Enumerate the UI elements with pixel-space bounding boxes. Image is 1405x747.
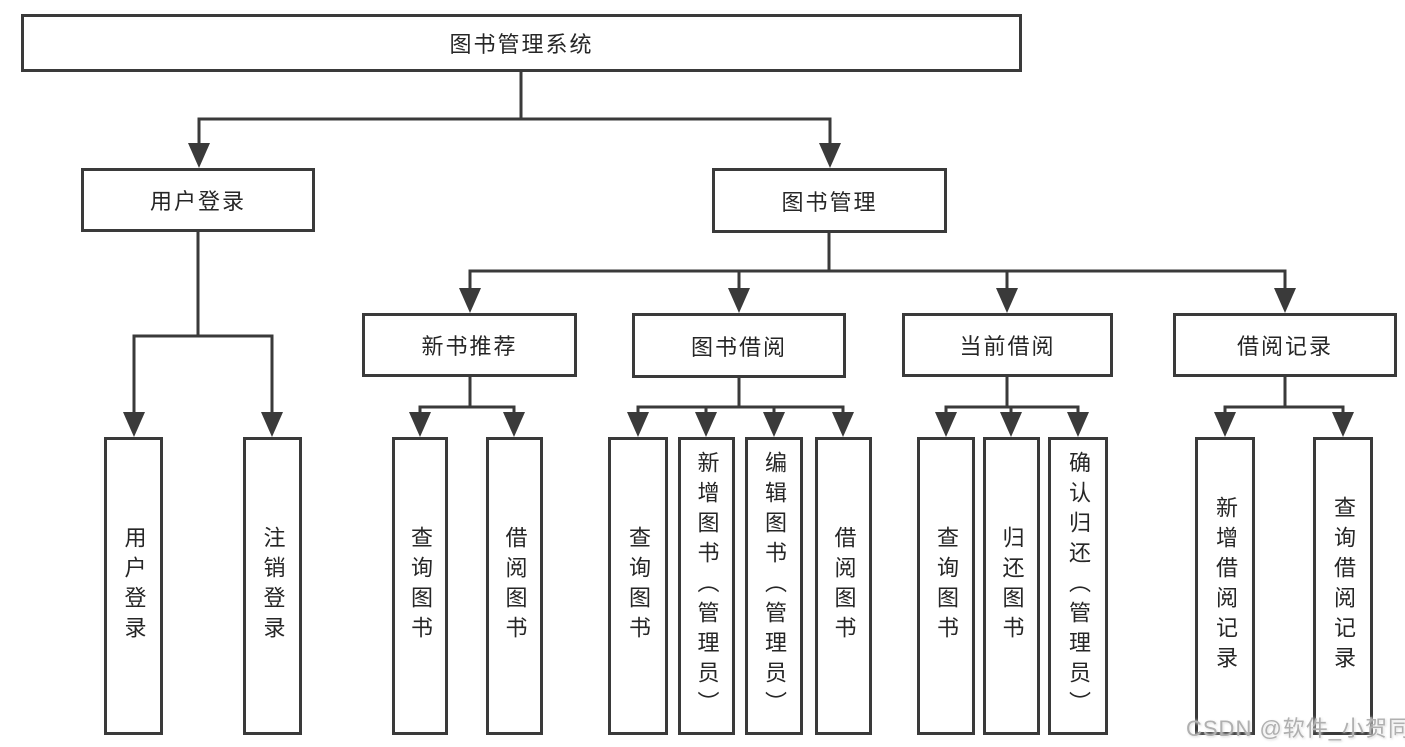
leaf-edit-books-admin: 编辑图书（管理员） xyxy=(745,437,803,735)
node-label: 借阅图书 xyxy=(502,526,528,646)
leaf-query-books-current: 查询图书 xyxy=(917,437,975,735)
node-label: 当前借阅 xyxy=(959,334,1056,359)
node-label: 用户登录 xyxy=(121,526,147,646)
node-label: 用户登录 xyxy=(149,189,246,214)
leaf-query-borrow-record: 查询借阅记录 xyxy=(1313,437,1373,735)
leaf-user-login: 用户登录 xyxy=(104,437,163,735)
node-label: 查询图书 xyxy=(626,526,651,646)
node-label: 借阅图书 xyxy=(831,526,857,646)
node-user-login: 用户登录 xyxy=(81,168,315,232)
leaf-query-books-recommend: 查询图书 xyxy=(392,437,448,735)
node-book-management: 图书管理 xyxy=(712,168,947,233)
node-label: 查询图书 xyxy=(934,526,959,646)
node-label: 图书借阅 xyxy=(690,334,787,360)
node-label: 图书管理系统 xyxy=(449,32,594,57)
node-label: 新增借阅记录 xyxy=(1213,496,1238,676)
node-label: 注销登录 xyxy=(260,526,286,646)
node-label: 查询图书 xyxy=(408,526,433,646)
leaf-borrow-books: 借阅图书 xyxy=(815,437,872,735)
node-current-borrowing: 当前借阅 xyxy=(902,313,1113,377)
csdn-watermark: CSDN @软件_小贺同学 xyxy=(1186,716,1405,741)
node-label: 新书推荐 xyxy=(421,334,518,359)
node-label: 确认归还（管理员） xyxy=(1066,451,1091,721)
node-label: 编辑图书（管理员） xyxy=(762,451,787,721)
node-label: 借阅记录 xyxy=(1236,334,1333,359)
leaf-return-books: 归还图书 xyxy=(983,437,1040,735)
node-label: 查询借阅记录 xyxy=(1331,496,1356,676)
node-new-book-recommend: 新书推荐 xyxy=(362,313,577,377)
leaf-confirm-return-admin: 确认归还（管理员） xyxy=(1048,437,1108,735)
leaf-borrow-books-recommend: 借阅图书 xyxy=(486,437,543,735)
node-label: 图书管理 xyxy=(781,189,878,215)
node-label: 归还图书 xyxy=(999,526,1025,646)
node-book-borrowing: 图书借阅 xyxy=(632,313,846,378)
leaf-logout: 注销登录 xyxy=(243,437,302,735)
node-label: 新增图书（管理员） xyxy=(694,451,720,721)
leaf-query-books-borrowing: 查询图书 xyxy=(608,437,668,735)
leaf-add-books-admin: 新增图书（管理员） xyxy=(678,437,735,735)
leaf-add-borrow-record: 新增借阅记录 xyxy=(1195,437,1255,735)
node-borrowing-records: 借阅记录 xyxy=(1173,313,1397,377)
node-library-management-system: 图书管理系统 xyxy=(21,14,1022,72)
